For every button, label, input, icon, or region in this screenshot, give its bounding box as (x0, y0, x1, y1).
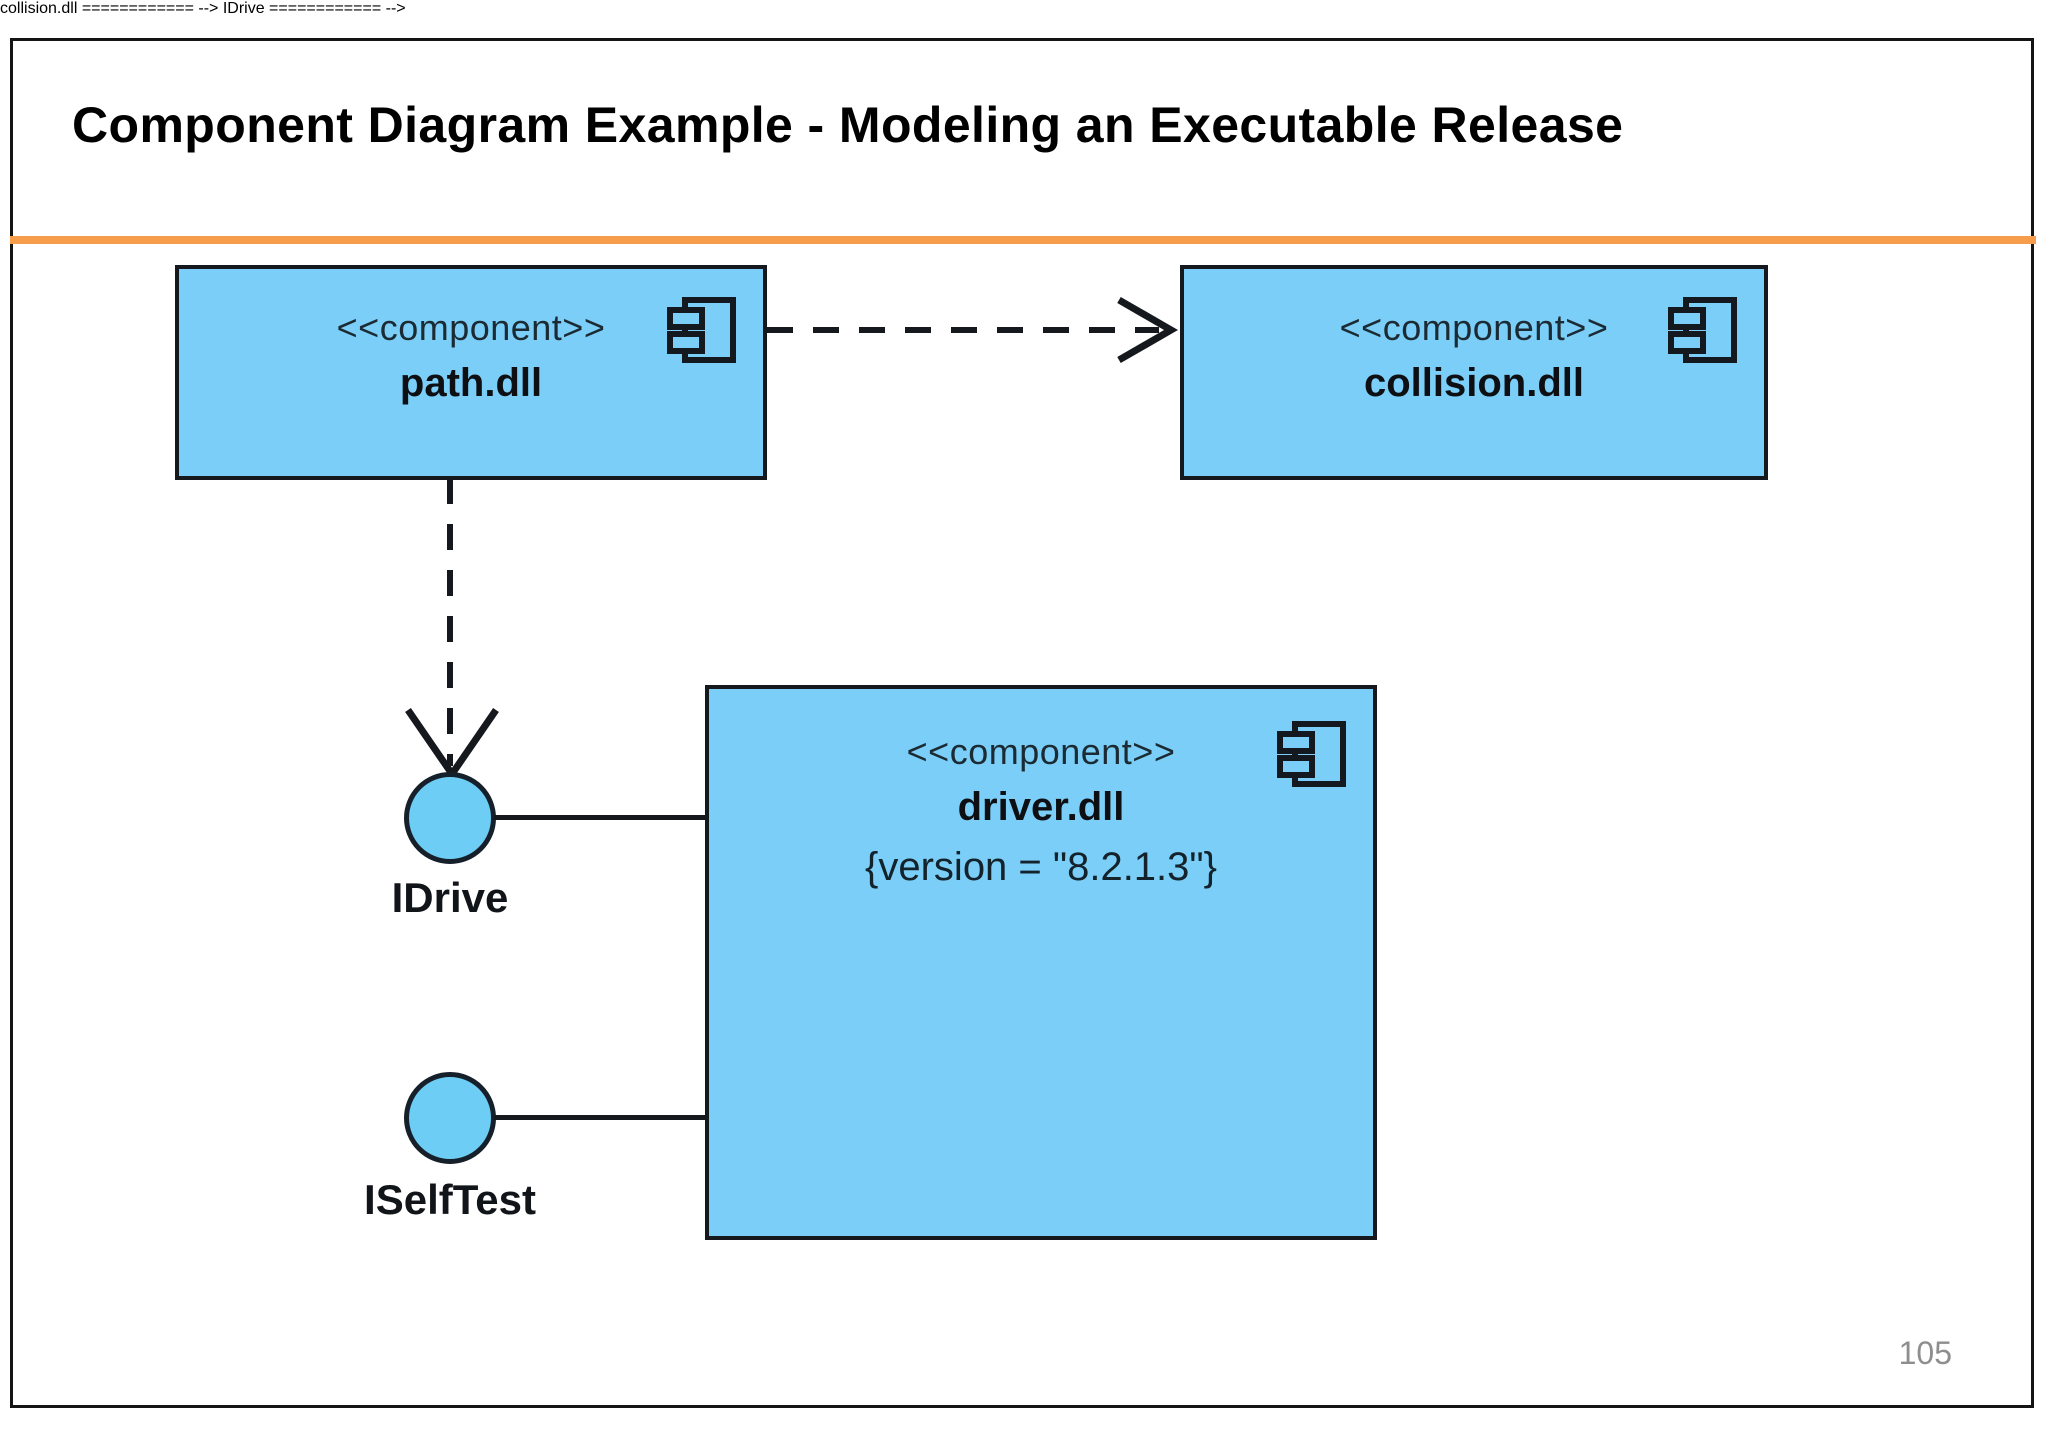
interface-label-iselftest: ISelfTest (364, 1176, 536, 1223)
page-title: Component Diagram Example - Modeling an … (72, 97, 1624, 153)
interface-label-idrive: IDrive (391, 874, 509, 921)
component-node-path-dll[interactable]: <<component>> path.dll (175, 265, 767, 480)
uml-component-icon (1277, 721, 1347, 792)
uml-component-icon (1668, 297, 1738, 368)
page-number: 105 (1898, 1335, 1952, 1371)
uml-component-icon (667, 297, 737, 368)
component-name: path.dll (399, 361, 543, 405)
component-node-driver-dll[interactable]: <<component>> driver.dll {version = "8.2… (705, 685, 1377, 1240)
interface-ball-idrive[interactable] (404, 772, 496, 864)
title-divider-rule (10, 236, 2036, 244)
component-name: collision.dll (1363, 361, 1585, 405)
interface-ball-iselftest[interactable] (404, 1072, 496, 1164)
component-stereotype: <<component>> (1339, 307, 1609, 348)
interface-connector-idrive (494, 815, 709, 820)
dependency-arrow-path-to-collision (767, 296, 1179, 364)
dependency-arrow-path-to-idrive (405, 478, 499, 781)
component-stereotype: <<component>> (906, 731, 1176, 772)
component-node-collision-dll[interactable]: <<component>> collision.dll (1180, 265, 1768, 480)
component-stereotype: <<component>> (336, 307, 606, 348)
component-tagged-value: {version = "8.2.1.3"} (865, 845, 1217, 889)
interface-connector-iselftest (494, 1115, 709, 1120)
component-name: driver.dll (957, 785, 1125, 829)
